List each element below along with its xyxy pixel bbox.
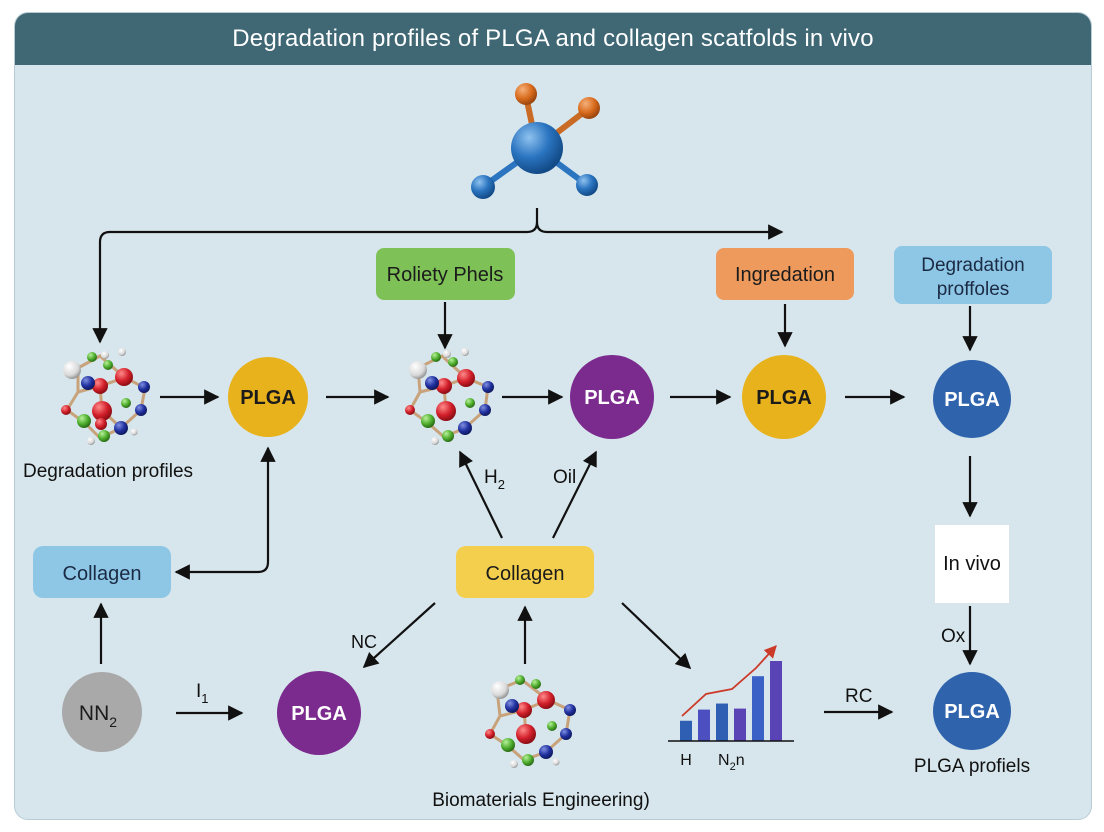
nn2-node <box>62 672 142 752</box>
degradation-box-line2: proffoles <box>937 279 1010 300</box>
degradation-proffoles-box <box>894 246 1052 304</box>
roliety-phels-box <box>376 248 515 300</box>
chart-bar <box>716 703 728 741</box>
chart-bar <box>680 720 692 741</box>
collagen-center-label: Collagen <box>486 563 565 585</box>
collagen-left-box <box>33 546 171 598</box>
edge-label-nc: NC <box>351 632 377 652</box>
chart-label-h: H <box>680 752 692 769</box>
collagen-center-box <box>456 546 594 598</box>
mini-bar-chart <box>668 645 794 742</box>
plga-label-3: PLGA <box>756 387 812 409</box>
edge-label-h2: H2 <box>484 467 505 492</box>
plga-node-4 <box>933 360 1011 438</box>
molecule-cluster-bottom-icon <box>485 675 576 768</box>
roliety-phels-label: Roliety Phels <box>387 264 504 286</box>
in-vivo-label: In vivo <box>943 553 1001 575</box>
in-vivo-box <box>935 525 1009 603</box>
plga-node-1 <box>228 357 308 437</box>
edge-label-rc: RC <box>845 686 872 707</box>
degradation-box-line1: Degradation <box>921 255 1025 276</box>
plga-label-5: PLGA <box>291 703 347 725</box>
connectors <box>92 208 978 721</box>
degradation-profiles-caption: Degradation profiles <box>23 461 193 482</box>
plga-profiels-caption: PLGA profiels <box>914 756 1030 777</box>
chart-trend-line <box>681 645 777 717</box>
chart-bar <box>752 676 764 741</box>
ingredation-box <box>716 248 854 300</box>
plga-label-1: PLGA <box>240 387 296 409</box>
top-molecule-icon <box>471 83 600 199</box>
biomaterials-caption: Biomaterials Engineering) <box>432 790 650 811</box>
molecule-cluster-left-icon <box>61 348 150 445</box>
plga-node-6 <box>933 672 1011 750</box>
diagram-title: Degradation profiles of PLGA and collage… <box>15 13 1091 65</box>
plga-label-2: PLGA <box>584 387 640 409</box>
edge-label-i1: I1 <box>196 681 209 706</box>
edge-label-ox: Ox <box>941 626 966 647</box>
edge-label-oil: Oil <box>553 467 576 488</box>
chart-bar <box>734 708 746 741</box>
plga-node-2 <box>570 355 654 439</box>
plga-label-6: PLGA <box>944 701 1000 723</box>
collagen-left-label: Collagen <box>63 563 142 585</box>
chart-bar <box>698 709 710 741</box>
ingredation-label: Ingredation <box>735 264 835 286</box>
molecule-cluster-center-icon <box>405 348 494 445</box>
plga-node-3 <box>742 355 826 439</box>
plga-node-5 <box>277 671 361 755</box>
nn2-label: NN2 <box>79 702 117 730</box>
plga-label-4: PLGA <box>944 389 1000 411</box>
chart-label-n2n: N2n <box>718 752 745 773</box>
chart-bar <box>770 661 782 741</box>
